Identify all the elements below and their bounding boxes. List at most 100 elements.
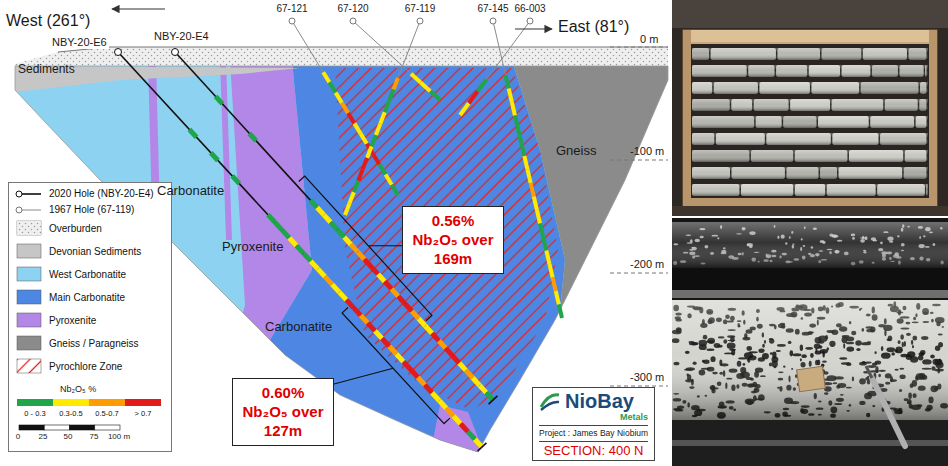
unit-label: Gneiss <box>556 144 596 159</box>
assay-interval <box>348 113 354 123</box>
assay-interval <box>546 251 549 265</box>
depth-label: -100 m <box>630 145 664 158</box>
pencil <box>872 378 905 446</box>
tray-edge <box>672 290 948 298</box>
assay-interval <box>385 101 389 112</box>
legend-text: 0 - 0.3 <box>24 409 45 418</box>
west-carbonatite <box>0 50 700 466</box>
assay-interval <box>346 300 353 308</box>
title-text: Project : James Bay Niobium <box>539 425 648 439</box>
title-text: SECTION: 400 N <box>539 441 648 458</box>
unit-label: Sediments <box>18 63 75 77</box>
unit-label: Carbonatite <box>157 184 224 199</box>
assay-interval <box>478 80 487 92</box>
scale-number: 0 <box>16 432 20 441</box>
assay-interval <box>411 370 418 378</box>
assay-interval <box>389 346 396 354</box>
overburden-layer <box>15 47 668 68</box>
assay-interval <box>556 291 559 305</box>
assay-interval <box>354 308 361 316</box>
assay-interval <box>421 82 431 91</box>
depth-line <box>610 273 668 274</box>
assay-interval <box>425 385 432 393</box>
assay-interval <box>311 261 318 269</box>
assay-interval <box>354 123 360 133</box>
assay-interval <box>432 393 439 401</box>
assay-interval <box>418 377 425 385</box>
scale-number: 75 <box>90 432 99 441</box>
assay-interval <box>373 154 379 164</box>
assay-interval <box>337 230 344 237</box>
assay-interval <box>392 289 399 296</box>
crate-inside <box>690 44 930 200</box>
legend-swatch <box>89 399 125 406</box>
assay-interval <box>358 252 365 259</box>
hole-label: 66-003 <box>514 3 545 15</box>
drill-hole-1967 <box>460 21 530 115</box>
assay-interval <box>289 238 296 246</box>
assay-interval <box>344 237 351 244</box>
grade-callout: 0.56% Nb₂O₅ over 169m <box>402 206 504 274</box>
depth-line <box>610 160 668 161</box>
assay-interval <box>342 103 348 113</box>
legend-text: West Carbonatite <box>49 269 126 281</box>
assay-interval <box>461 424 468 432</box>
tray-gap <box>672 268 948 298</box>
hole-label: 67-119 <box>405 3 435 15</box>
assay-interval <box>317 207 324 214</box>
core-crate <box>683 30 937 206</box>
assay-interval <box>439 401 446 409</box>
core-shade <box>672 222 948 268</box>
geology-units <box>0 50 700 466</box>
leader-line <box>368 245 402 246</box>
title-text: NioBay <box>539 390 648 412</box>
legend-collar-sample <box>16 191 22 197</box>
assay-interval <box>358 169 362 180</box>
legend-text: Main Carbonatite <box>49 292 125 304</box>
legend-swatch <box>17 336 41 350</box>
hole-collar <box>172 49 179 56</box>
hole-collar <box>115 49 122 56</box>
assay-interval <box>460 103 469 115</box>
legend-text: 2020 Hole (NBY-20-E4) <box>49 188 154 200</box>
assay-interval <box>389 89 393 100</box>
assay-interval <box>425 326 432 333</box>
assay-interval <box>446 408 453 416</box>
assay-interval <box>540 224 543 238</box>
leader-line <box>334 368 393 384</box>
assay-interval <box>232 176 239 184</box>
legend-pattern-sample <box>17 359 41 373</box>
grade-text: 0.60% Nb₂O₅ over 127m <box>241 384 325 440</box>
assay-interval <box>396 354 403 362</box>
core-shade <box>692 65 928 77</box>
crate-post <box>929 30 937 206</box>
assay-interval <box>189 129 196 137</box>
assay-interval <box>268 215 275 223</box>
core-shade <box>672 300 948 420</box>
upper-core <box>672 222 948 268</box>
assay-interval <box>349 192 353 203</box>
assay-interval <box>469 92 478 104</box>
assay-interval <box>386 175 392 185</box>
assay-interval <box>534 197 537 211</box>
assay-interval <box>382 339 389 347</box>
assay-interval <box>394 78 398 89</box>
legend-swatch <box>125 399 161 406</box>
assay-interval <box>216 96 223 103</box>
assay-interval <box>452 356 459 363</box>
direction-arrow <box>112 8 165 9</box>
assay-interval <box>432 333 439 340</box>
grade-text: 0.56% Nb₂O₅ over 169m <box>411 212 495 268</box>
hole-collar <box>289 18 295 24</box>
unit-label: Pyroxenite <box>222 240 283 255</box>
assay-interval <box>331 222 338 229</box>
assay-interval <box>537 210 540 224</box>
assay-interval <box>380 112 384 123</box>
core-shade <box>692 133 928 145</box>
legend-swatch <box>17 313 41 327</box>
assay-interval <box>419 319 426 326</box>
assay-interval <box>549 264 552 278</box>
core-shade <box>692 150 928 162</box>
legend-text: Pyrochlore Zone <box>49 361 122 373</box>
scale-number: 25 <box>39 432 48 441</box>
